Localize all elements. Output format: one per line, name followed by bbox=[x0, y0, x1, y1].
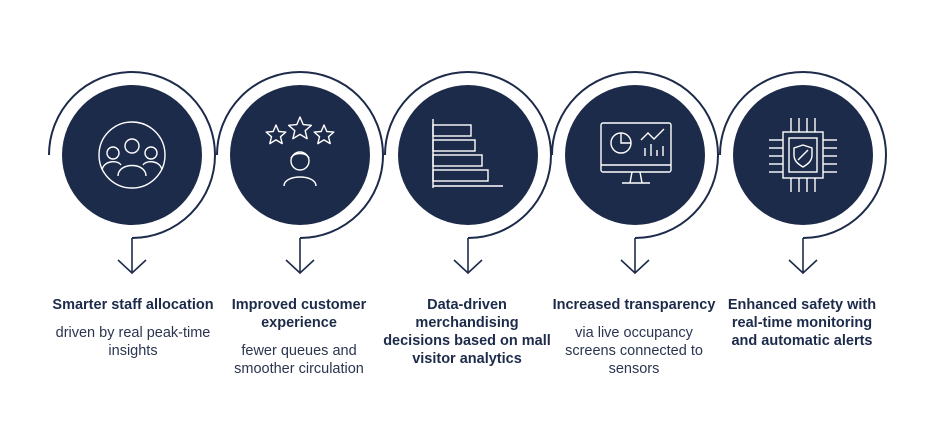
step-3-text: Data-driven merchandising decisions base… bbox=[383, 296, 551, 368]
step-4 bbox=[551, 71, 719, 275]
step-2-text: Improved customer experience fewer queue… bbox=[215, 296, 383, 378]
step-4-title: Increased transparency bbox=[552, 297, 716, 313]
step-3-title: Data-driven merchandising decisions base… bbox=[383, 297, 551, 367]
customer-rating-stars-icon bbox=[265, 116, 335, 187]
step-4-ring bbox=[551, 71, 719, 239]
monitor-dashboard-icon bbox=[600, 122, 672, 184]
step-2-ring bbox=[216, 71, 384, 239]
step-1-ring bbox=[48, 71, 216, 239]
bar-chart-icon bbox=[432, 119, 503, 188]
step-3-arrow-icon bbox=[453, 259, 483, 275]
chip-shield-icon bbox=[769, 118, 837, 192]
step-5-arrow-icon bbox=[788, 259, 818, 275]
step-4-arrow-icon bbox=[620, 259, 650, 275]
people-group-icon bbox=[98, 121, 166, 189]
step-1-title: Smarter staff allocation bbox=[52, 297, 214, 313]
step-4-text: Increased transparency via live occupanc… bbox=[550, 296, 718, 378]
step-1-text: Smarter staff allocation driven by real … bbox=[49, 296, 217, 360]
step-2 bbox=[216, 71, 384, 275]
step-1-arrow-icon bbox=[117, 259, 147, 275]
step-1-disc bbox=[62, 85, 202, 225]
step-5-title: Enhanced safety with real-time monitorin… bbox=[727, 297, 877, 349]
step-2-arrow-icon bbox=[285, 259, 315, 275]
step-2-disc bbox=[230, 85, 370, 225]
step-1-description: driven by real peak-time insights bbox=[55, 325, 211, 359]
step-4-disc bbox=[565, 85, 705, 225]
step-4-description: via live occupancy screens connected to … bbox=[565, 325, 703, 377]
step-3 bbox=[384, 71, 552, 275]
step-2-description: fewer queues and smoother circulation bbox=[234, 343, 364, 377]
step-5 bbox=[719, 71, 887, 275]
step-3-ring bbox=[384, 71, 552, 239]
step-2-title: Improved customer experience bbox=[231, 297, 367, 331]
step-5-text: Enhanced safety with real-time monitorin… bbox=[718, 296, 886, 350]
step-5-ring bbox=[719, 71, 887, 239]
step-1 bbox=[48, 71, 216, 275]
